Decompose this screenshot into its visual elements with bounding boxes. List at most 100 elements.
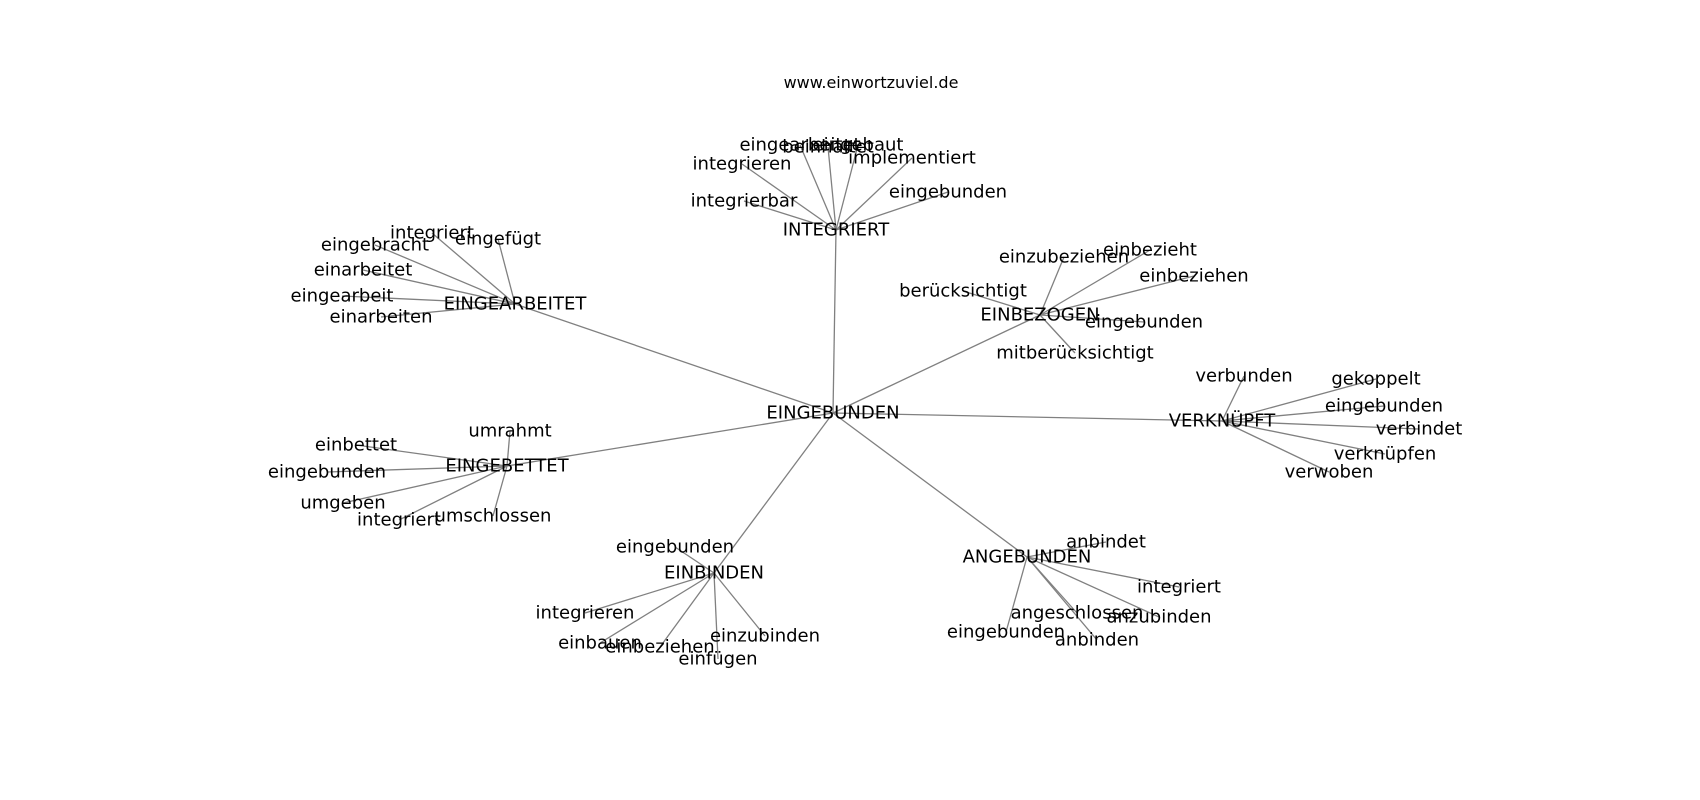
hub-to-leaf-edge [362, 269, 516, 305]
hub-to-leaf-edge [835, 144, 859, 231]
leaf-node: integrieren [536, 603, 635, 624]
leaf-node: eingebunden [889, 182, 1007, 203]
leaf-node: einbauen [558, 633, 642, 654]
hub-to-leaf-edge [506, 430, 511, 467]
hub-to-leaf-edge [835, 191, 949, 231]
hub-to-leaf-edge [584, 572, 715, 614]
hub-to-leaf-edge [674, 546, 715, 574]
center-to-hub-edge [832, 314, 1041, 414]
leaf-node: umschlossen [435, 506, 552, 527]
hub-to-leaf-edge [743, 200, 837, 231]
hub-node: EINGEARBEITET [444, 294, 588, 315]
leaf-node: implementiert [848, 148, 976, 169]
leaf-node: eingearbeitet [739, 135, 860, 156]
hub-to-leaf-edge [497, 238, 516, 305]
center-node: EINGEBUNDEN [766, 403, 899, 424]
leaf-node: umrahmt [468, 421, 551, 442]
leaf-node: eingearbeit [291, 286, 394, 307]
leaf-node: gekoppelt [1331, 369, 1420, 390]
center-to-hub-edge [832, 412, 1223, 422]
hub-to-leaf-edge [659, 572, 715, 648]
hub-to-leaf-edge [1039, 314, 1076, 354]
leaf-node: einarbeitet [314, 260, 413, 281]
hub-to-leaf-edge [1039, 275, 1195, 316]
center-to-hub-edge [713, 412, 834, 574]
leaf-node: verwoben [1285, 462, 1374, 483]
hub-node: EINBINDEN [664, 563, 764, 584]
leaf-node: integrieren [693, 154, 792, 175]
source-label: www.einwortzuviel.de [784, 73, 959, 92]
hub-to-leaf-edge [1039, 256, 1065, 316]
leaf-node: berücksichtigt [899, 281, 1027, 302]
leaf-node: eingebunden [268, 462, 386, 483]
hub-to-leaf-edge [1221, 378, 1377, 422]
hub-to-leaf-edge [1221, 420, 1330, 473]
leaf-node: anzubinden [1106, 607, 1211, 628]
hub-to-leaf-edge [380, 303, 516, 318]
leaf-node: einbettet [315, 435, 397, 456]
leaf-node: einzubinden [710, 626, 820, 647]
hub-node: EINGEBETTET [445, 456, 569, 477]
hub-node: VERKNÜPFT [1169, 410, 1277, 432]
center-to-hub-edge [832, 412, 1028, 558]
leaf-node: einzubeziehen [999, 247, 1129, 268]
leaf-node: anbinden [1055, 630, 1139, 651]
leaf-node: einarbeiten [330, 307, 433, 328]
leaf-node: integrierbar [691, 191, 798, 212]
hub-to-leaf-edge [431, 232, 516, 305]
hub-to-leaf-edge [1026, 556, 1180, 588]
hub-to-leaf-edge [799, 144, 837, 231]
leaf-node: beinhaltet [782, 137, 874, 158]
center-to-hub-edge [514, 303, 834, 414]
hub-to-leaf-edge [374, 244, 516, 305]
hub-to-leaf-edge [713, 572, 719, 660]
edges-layer [326, 144, 1420, 660]
hub-to-leaf-edge [326, 465, 508, 473]
leaf-node: einbeziehen [605, 637, 714, 658]
leaf-node: eingebunden [616, 537, 734, 558]
leaf-node: integriert [390, 223, 474, 244]
hub-node: INTEGRIERT [783, 220, 890, 241]
hub-to-leaf-edge [599, 572, 715, 644]
hub-to-leaf-edge [355, 444, 508, 467]
leaf-node: integriert [1137, 577, 1221, 598]
hub-to-leaf-edge [1026, 556, 1098, 641]
hub-to-leaf-edge [342, 465, 508, 504]
center-to-hub-edge [506, 412, 834, 467]
hub-to-leaf-edge [1221, 375, 1245, 422]
leaf-node: einbeziehen [1139, 266, 1248, 287]
leaf-node: einfügen [678, 649, 757, 670]
hub-to-leaf-edge [1221, 420, 1420, 430]
leaf-node: verbindet [1376, 419, 1463, 440]
leaf-node: einbezieht [1103, 240, 1197, 261]
leaf-node: eingefügt [455, 229, 541, 250]
hub-to-leaf-edge [492, 465, 508, 517]
leaf-node: integriert [357, 510, 441, 531]
hub-node: ANGEBUNDEN [963, 547, 1092, 568]
center-to-hub-edge [832, 229, 837, 414]
hub-to-leaf-edge [962, 290, 1041, 316]
leaf-node: mitberücksichtigt [996, 343, 1153, 364]
leaf-node: verknüpfen [1334, 444, 1437, 465]
leaf-node: verbunden [1195, 366, 1292, 387]
hub-to-leaf-edge [1005, 556, 1028, 633]
hub-node: EINBEZOGEN [980, 305, 1099, 326]
leaf-node: eingebaut [813, 135, 904, 156]
labels-layer: EINGEBUNDEN eingearbeiteteingebautbeinhal… [268, 135, 1462, 670]
hub-to-leaf-edge [1039, 314, 1145, 323]
hub-to-leaf-edge [835, 157, 913, 231]
leaf-node: umgeben [300, 493, 385, 514]
leaf-node: angeschlossen [1011, 603, 1144, 624]
hub-to-leaf-edge [1039, 249, 1151, 316]
hub-to-leaf-edge [713, 572, 766, 637]
hub-to-leaf-edge [1221, 420, 1386, 455]
hub-to-leaf-edge [398, 465, 508, 521]
hub-to-leaf-edge [1026, 556, 1160, 618]
leaf-node: eingebracht [321, 235, 429, 256]
hub-to-leaf-edge [1221, 405, 1385, 422]
leaf-node: anbindet [1066, 532, 1146, 553]
leaf-node: eingebunden [1085, 312, 1203, 333]
leaf-node: eingebunden [1325, 396, 1443, 417]
hub-to-leaf-edge [827, 146, 837, 231]
